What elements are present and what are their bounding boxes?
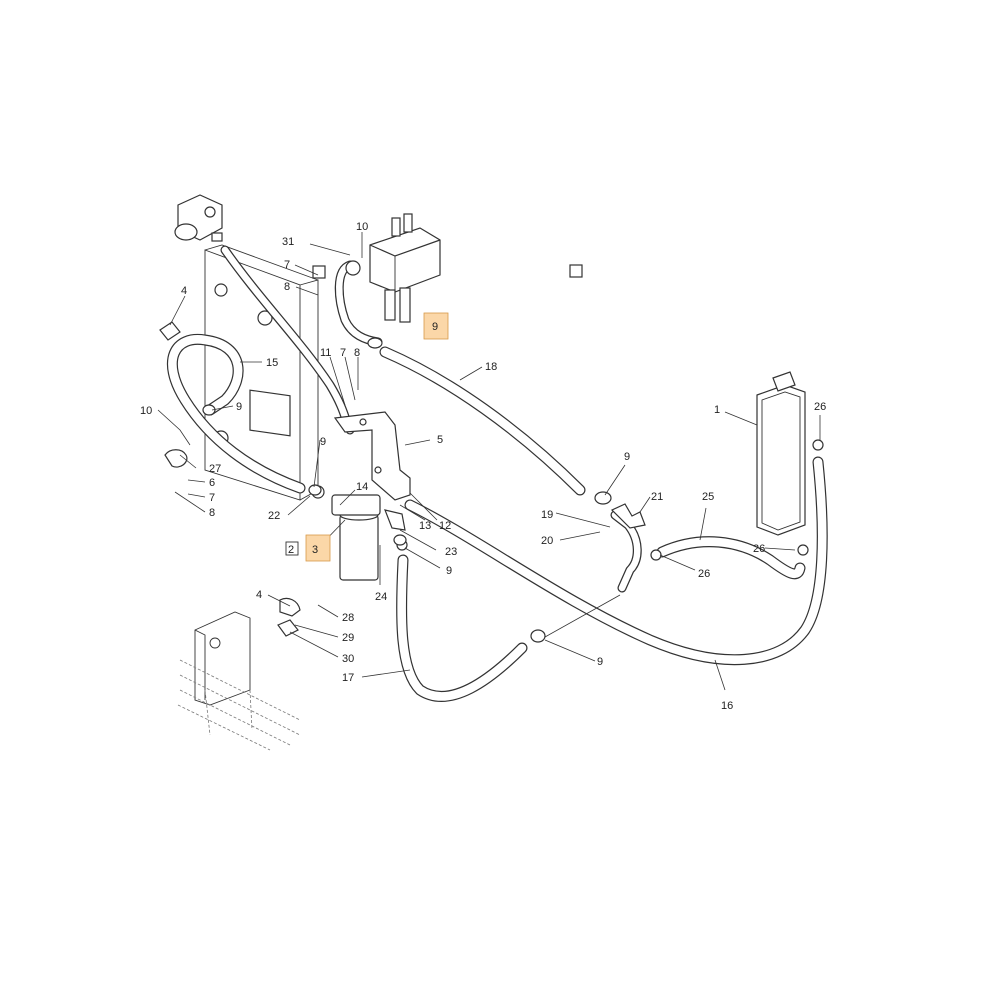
mounting-panel	[204, 244, 319, 501]
callout-4: 4	[181, 285, 187, 297]
callout-8: 8	[354, 347, 360, 359]
callout-28: 28	[342, 612, 354, 624]
lower-bracket-reference	[177, 611, 301, 751]
callout-25: 25	[702, 491, 714, 503]
highlight-callout-9	[423, 312, 449, 340]
callout-19: 19	[541, 509, 553, 521]
callout-16: 16	[721, 700, 733, 712]
callout-14: 14	[356, 481, 368, 493]
callout-9: 9	[624, 451, 630, 463]
highlight-callout-3	[305, 534, 331, 562]
callout-7: 7	[340, 347, 346, 359]
callout-numbers: 1 2 3 4 4 5 6 7 7 7 8 8 8 9 9 9 9 9 9 10…	[140, 221, 826, 712]
callout-9: 9	[446, 565, 452, 577]
callout-7: 7	[284, 259, 290, 271]
callout-6: 6	[209, 477, 215, 489]
callout-8: 8	[209, 507, 215, 519]
callout-24: 24	[375, 591, 387, 603]
callout-9: 9	[597, 656, 603, 668]
leader-lines	[157, 232, 821, 691]
callout-31: 31	[282, 236, 294, 248]
filter-bracket	[333, 411, 411, 501]
callout-11: 11	[320, 347, 331, 359]
callout-27: 27	[209, 463, 221, 475]
callout-23: 23	[445, 546, 457, 558]
callout-29: 29	[342, 632, 354, 644]
oil-filter	[311, 485, 408, 581]
callout-15: 15	[266, 357, 278, 369]
callout-20: 20	[541, 535, 553, 547]
oil-cooler	[756, 371, 824, 556]
hydraulic-pump	[174, 194, 223, 242]
callout-13: 13	[419, 520, 431, 532]
callout-26: 26	[698, 568, 710, 580]
callout-10: 10	[356, 221, 368, 233]
callout-5: 5	[437, 434, 443, 446]
callout-18: 18	[485, 361, 497, 373]
callout-9: 9	[432, 321, 438, 333]
callout-3: 3	[312, 544, 318, 556]
callout-7: 7	[209, 492, 215, 504]
callout-30: 30	[342, 653, 354, 665]
hoses	[166, 245, 828, 702]
callout-8: 8	[284, 281, 290, 293]
callout-17: 17	[342, 672, 354, 684]
callout-10: 10	[140, 405, 152, 417]
callout-4: 4	[256, 589, 262, 601]
callout-9: 9	[320, 436, 326, 448]
callout-26: 26	[753, 543, 765, 555]
callout-box-2	[285, 541, 299, 556]
callout-1: 1	[714, 404, 720, 416]
callout-9: 9	[236, 401, 242, 413]
callout-2: 2	[288, 544, 294, 556]
clamps	[159, 264, 662, 643]
callout-21: 21	[651, 491, 663, 503]
callout-22: 22	[268, 510, 280, 522]
callout-12: 12	[439, 520, 451, 532]
control-valve	[345, 213, 441, 323]
callout-26: 26	[814, 401, 826, 413]
